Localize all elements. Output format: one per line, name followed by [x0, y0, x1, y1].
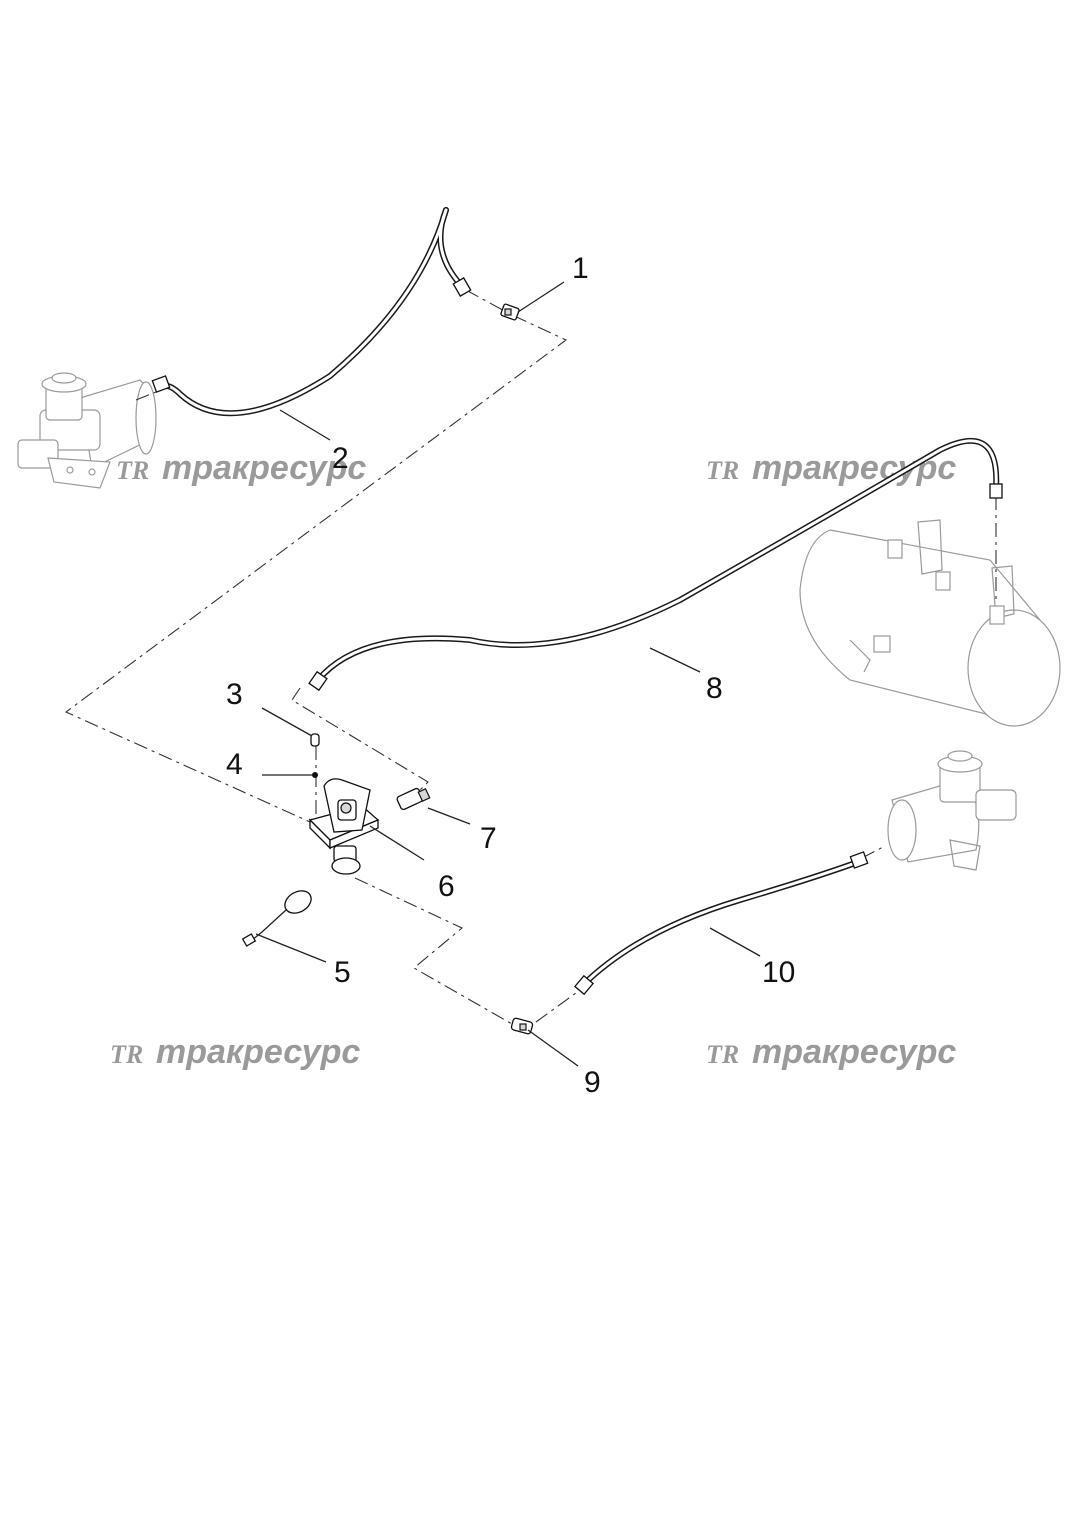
fitting-1 — [500, 303, 520, 321]
callouts: 1 2 3 4 5 6 7 8 9 10 — [226, 252, 795, 1099]
washer-4 — [312, 772, 318, 778]
hose-2 — [151, 207, 472, 417]
watermark-text: тракресурс — [752, 1033, 956, 1071]
callout-9: 9 — [584, 1066, 601, 1099]
connector-7 — [396, 787, 431, 811]
callout-8: 8 — [706, 672, 723, 705]
callout-10: 10 — [762, 956, 795, 989]
callout-4: 4 — [226, 748, 243, 781]
callout-1: 1 — [572, 252, 589, 285]
watermark-text: тракресурс — [156, 1033, 360, 1071]
watermark-top-left: TR тракресурс — [116, 449, 366, 487]
watermark-bottom-left: TR тракресурс — [110, 1033, 360, 1071]
hose-10 — [573, 851, 869, 996]
sensor-5 — [241, 890, 312, 947]
callout-6: 6 — [438, 870, 455, 903]
leader-lines — [255, 281, 761, 1067]
elbow-9 — [510, 1017, 534, 1035]
watermark-logo: TR — [706, 456, 739, 485]
pin-3 — [310, 733, 320, 747]
callout-5: 5 — [334, 956, 351, 989]
brake-valve-6 — [308, 778, 380, 875]
watermark-text: тракресурс — [162, 449, 366, 487]
air-tank — [799, 519, 1061, 727]
callout-2: 2 — [332, 442, 349, 475]
watermark-logo: TR — [110, 1040, 143, 1069]
master-cylinder-right — [887, 750, 1017, 871]
watermark-text: тракресурс — [752, 449, 956, 487]
watermark-logo: TR — [706, 1040, 739, 1069]
watermark-bottom-right: TR тракресурс — [706, 1033, 956, 1071]
callout-7: 7 — [480, 822, 497, 855]
watermark-top-right: TR тракресурс — [706, 449, 956, 487]
hose-8 — [308, 437, 1003, 692]
callout-3: 3 — [226, 678, 243, 711]
master-cylinder-left — [17, 372, 157, 489]
watermark-logo: TR — [116, 456, 149, 485]
